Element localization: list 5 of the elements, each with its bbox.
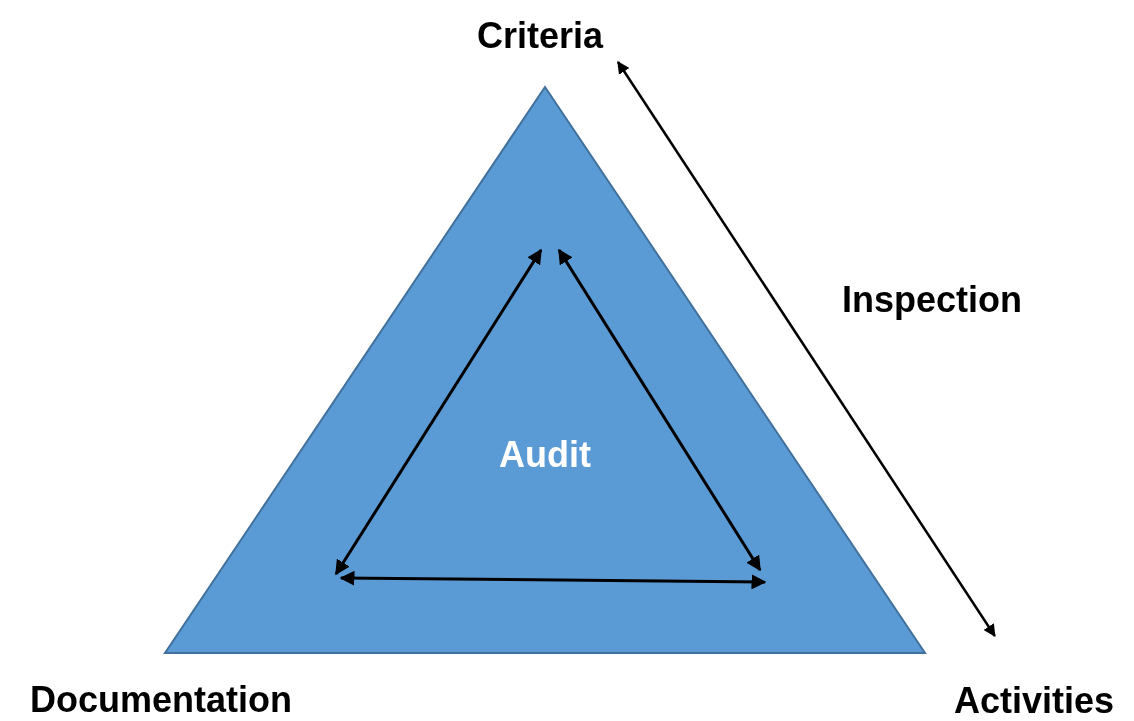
vertex-label: Activities bbox=[936, 636, 1132, 721]
vertex-label: Documentation bbox=[0, 678, 322, 721]
triangle-label: Audit bbox=[499, 435, 591, 475]
double-arrow bbox=[616, 60, 996, 638]
vertex-label: Criteria bbox=[462, 10, 618, 62]
